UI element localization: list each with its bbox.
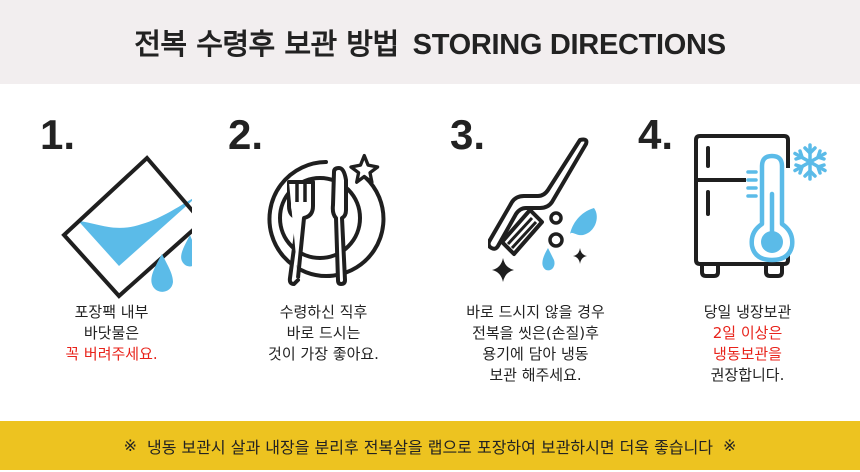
page-title: 전복 수령후 보관 방법 STORING DIRECTIONS [134, 21, 726, 63]
step-3: 3. 바로 드시지 않을 경우 전복을 씻은(손질)후 용기에 담아 냉동 보관… [428, 110, 643, 410]
desc-line-highlight: 냉동보관을 [712, 345, 782, 363]
step-number: 4. [638, 111, 674, 158]
fridge-thermometer-icon [692, 132, 832, 286]
reference-mark-icon: ※ [123, 436, 137, 455]
step-description: 포장팩 내부 바닷물은 꼭 버려주세요. [4, 302, 219, 365]
title-english: STORING DIRECTIONS [412, 29, 726, 61]
desc-line: 것이 가장 좋아요. [268, 345, 379, 363]
cleaning-brush-icon [486, 130, 608, 294]
desc-line: 바로 드시는 [286, 324, 361, 342]
desc-line: 당일 냉장보관 [703, 303, 792, 321]
desc-line: 바로 드시지 않을 경우 [466, 303, 605, 321]
plate-fork-knife-icon [260, 150, 390, 294]
desc-line: 권장합니다. [710, 366, 785, 384]
title-korean: 전복 수령후 보관 방법 [134, 27, 399, 61]
step-description: 바로 드시지 않을 경우 전복을 씻은(손질)후 용기에 담아 냉동 보관 해주… [428, 302, 643, 386]
step-number: 2. [228, 111, 264, 158]
desc-line-highlight: 꼭 버려주세요. [65, 345, 158, 363]
desc-line: 포장팩 내부 [74, 303, 149, 321]
step-description: 수령하신 직후 바로 드시는 것이 가장 좋아요. [216, 302, 431, 365]
header: 전복 수령후 보관 방법 STORING DIRECTIONS [0, 0, 860, 84]
step-4: 4. [638, 110, 855, 410]
pour-water-icon [42, 150, 205, 304]
desc-line-highlight: 2일 이상은 [712, 324, 783, 342]
step-number: 3. [450, 111, 486, 158]
step-number: 1. [40, 111, 76, 158]
desc-line: 수령하신 직후 [279, 303, 368, 321]
step-2: 2. 수령하신 직후 바로 드시는 것이 가장 좋아요. [216, 110, 431, 410]
desc-line: 전복을 씻은(손질)후 [472, 324, 599, 342]
notice-banner: ※ 냉동 보관시 살과 내장을 분리후 전복살을 랩으로 포장하여 보관하시면 … [0, 421, 860, 470]
reference-mark-icon: ※ [723, 436, 737, 455]
notice-text: 냉동 보관시 살과 내장을 분리후 전복살을 랩으로 포장하여 보관하시면 더욱… [146, 437, 714, 457]
step-1: 1. 포장팩 내부 바닷물은 꼭 버려주세요. [4, 110, 219, 410]
step-description: 당일 냉장보관 2일 이상은 냉동보관을 권장합니다. [640, 302, 855, 386]
desc-line: 용기에 담아 냉동 [482, 345, 589, 363]
desc-line: 바닷물은 [83, 324, 140, 342]
desc-line: 보관 해주세요. [489, 366, 582, 384]
